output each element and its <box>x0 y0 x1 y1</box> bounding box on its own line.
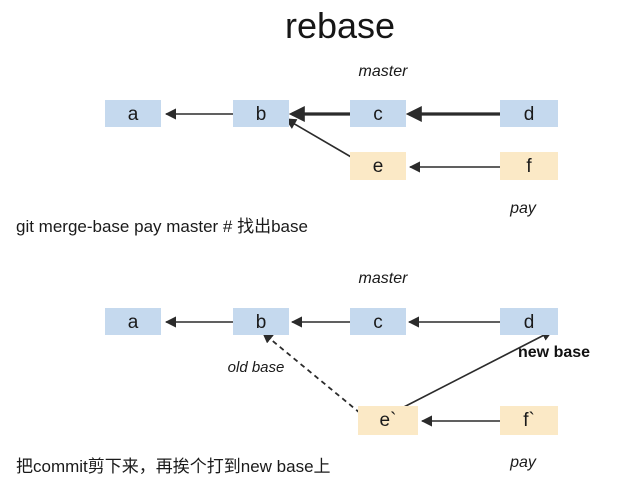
node-c2[interactable] <box>350 308 406 335</box>
node-e[interactable] <box>350 152 406 180</box>
caption-rebase-explain: 把commit剪下来，再挨个打到new base上 <box>16 457 331 476</box>
node-a[interactable] <box>105 100 161 127</box>
node-b2-label: b <box>256 312 267 333</box>
master-label-bottom: master <box>359 270 409 287</box>
node-b-label: b <box>256 104 267 125</box>
node-c2-label: c <box>373 312 383 333</box>
edge-eprime-to-d2 <box>397 330 553 411</box>
node-e-prime[interactable] <box>358 406 418 435</box>
node-b2[interactable] <box>233 308 289 335</box>
node-a-label: a <box>128 104 139 125</box>
node-d2-label: d <box>524 312 535 333</box>
node-f[interactable] <box>500 152 558 180</box>
node-d[interactable] <box>500 100 558 127</box>
old-base-label: old base <box>228 359 285 376</box>
node-a2-label: a <box>128 312 139 333</box>
node-e-prime-label: e` <box>380 410 397 431</box>
pay-label-bottom: pay <box>509 454 537 471</box>
node-b[interactable] <box>233 100 289 127</box>
caption-merge-base: git merge-base pay master # 找出base <box>16 217 308 236</box>
node-f-label: f <box>526 156 532 177</box>
pay-label-top: pay <box>509 200 537 217</box>
node-c-label: c <box>373 104 383 125</box>
page-title: rebase <box>285 5 395 46</box>
node-c[interactable] <box>350 100 406 127</box>
node-f-prime-label: f` <box>523 410 535 431</box>
new-base-label: new base <box>518 344 590 361</box>
edge-eprime-to-b2-dashed <box>262 332 361 414</box>
node-a2[interactable] <box>105 308 161 335</box>
diagram-before: a b c d e f master pay <box>105 63 558 217</box>
node-d-label: d <box>524 104 535 125</box>
edge-e-to-b <box>285 118 359 162</box>
node-f-prime[interactable] <box>500 406 558 435</box>
node-e-label: e <box>373 156 384 177</box>
diagram-after: a b c d e` f` master pay old base new ba… <box>105 270 590 471</box>
master-label-top: master <box>359 63 409 80</box>
node-d2[interactable] <box>500 308 558 335</box>
